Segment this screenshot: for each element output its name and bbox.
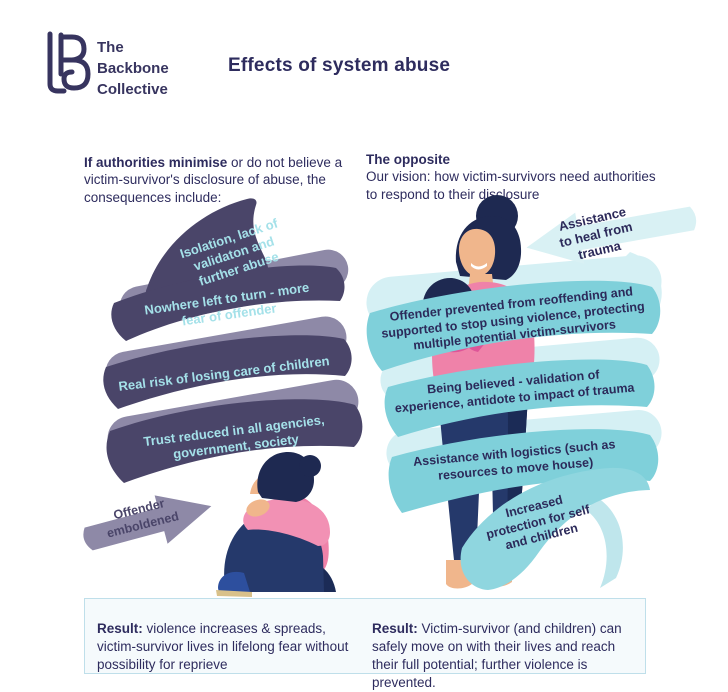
assistance-arrow bbox=[526, 206, 697, 264]
page-title: Effects of system abuse bbox=[228, 55, 451, 76]
right-intro-bold: The opposite bbox=[366, 151, 450, 167]
dark-spiral-front-bands bbox=[103, 198, 363, 483]
left-intro-bold: If authorities minimise bbox=[84, 154, 228, 170]
result-right-label: Result: bbox=[372, 620, 418, 636]
brand-name: The Backbone Collective bbox=[97, 39, 169, 98]
result-box bbox=[84, 598, 646, 674]
offender-emboldened-arrow bbox=[83, 495, 212, 551]
left-column-intro: If authorities minimise or do not believ… bbox=[84, 154, 356, 207]
distressed-person-illustration bbox=[216, 452, 336, 597]
backbone-monogram-icon bbox=[47, 31, 91, 94]
backbone-logo bbox=[44, 30, 274, 100]
result-right-text: Victim-survivor (and children) can safel… bbox=[372, 620, 622, 690]
dark-spiral bbox=[83, 198, 363, 551]
result-right: Result: Victim-survivor (and children) c… bbox=[372, 620, 640, 692]
teal-spiral-front-bands bbox=[366, 280, 661, 590]
result-left-text: violence increases & spreads, victim-sur… bbox=[97, 620, 349, 672]
result-left-label: Result: bbox=[97, 620, 143, 636]
left-intro-rest: or do not believe a victim-survivor's di… bbox=[84, 154, 343, 206]
result-left: Result: violence increases & spreads, vi… bbox=[97, 620, 351, 674]
